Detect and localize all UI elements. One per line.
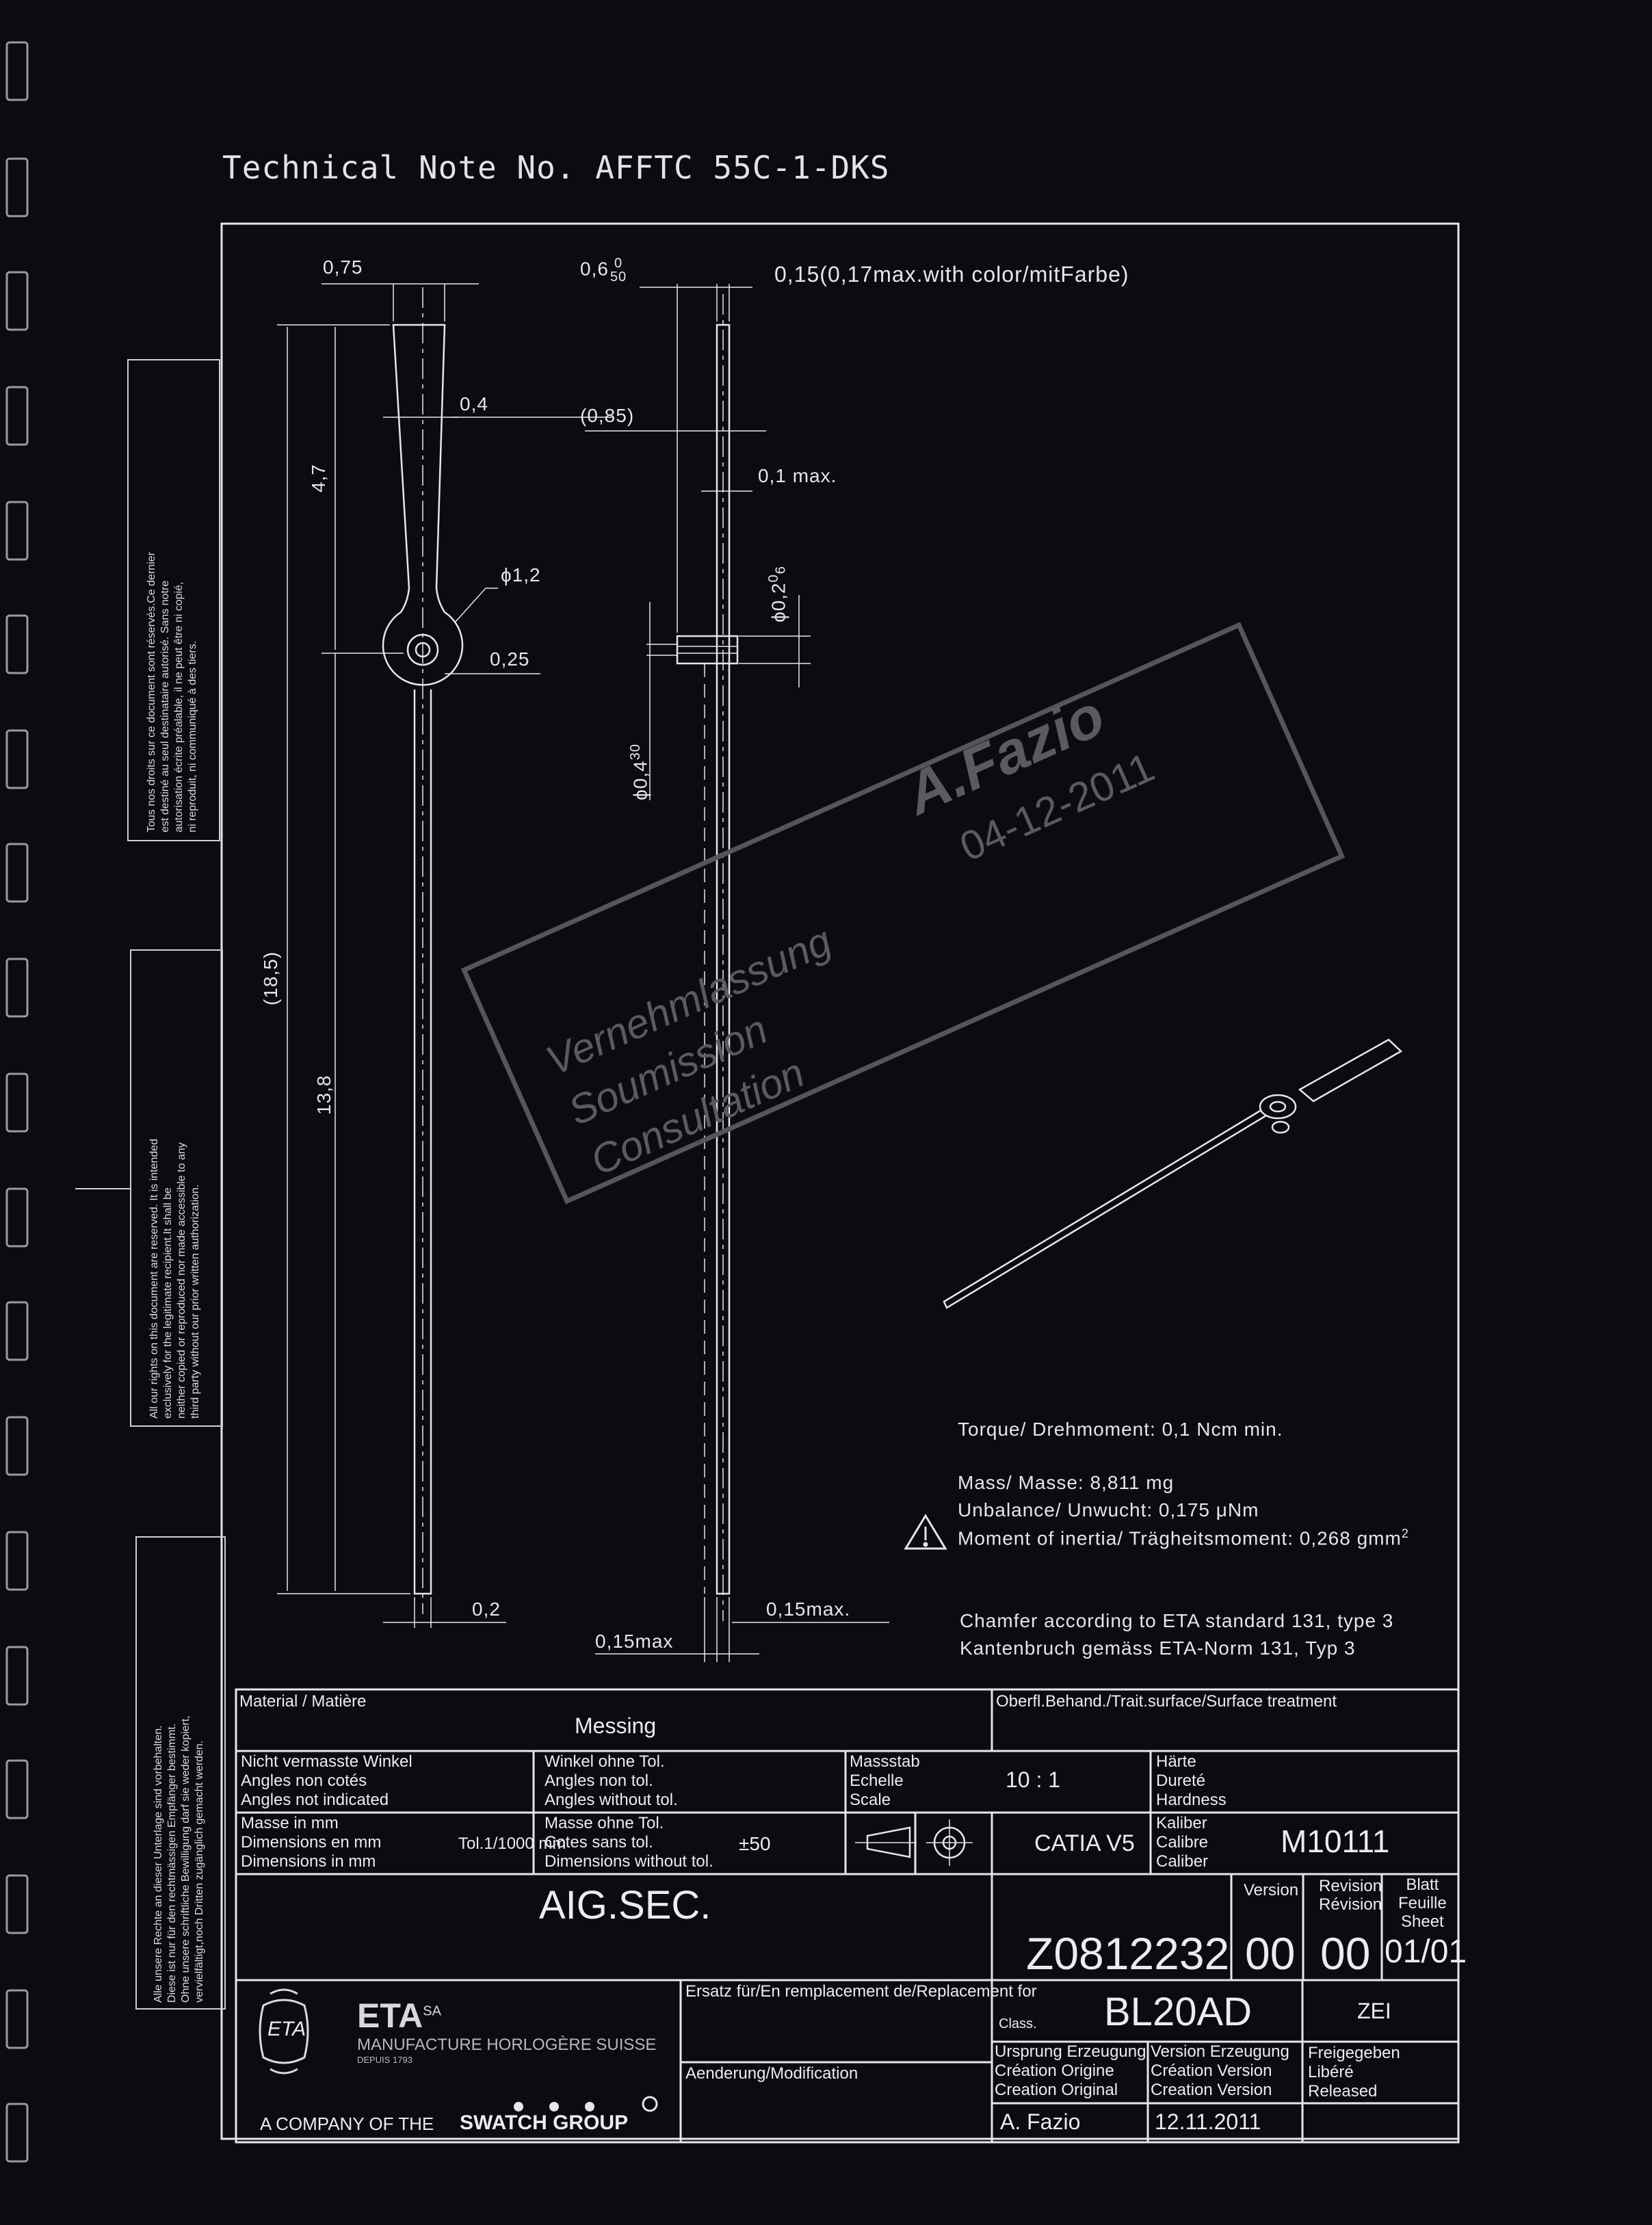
dim-075: 0,75 [323,256,363,278]
dims-tol-label: Masse ohne Tol. Cotes sans tol. Dimensio… [545,1814,713,1871]
dim-phi04-sup: 30 [628,743,643,761]
dim-phi02-sup: 0 [766,574,781,583]
replacement-label: Ersatz für/En remplacement de/Replacemen… [685,1982,1037,2001]
version-value: 00 [1245,1928,1296,1979]
version-label: Version [1244,1881,1299,1899]
angles-tol-label: Winkel ohne Tol. Angles non tol. Angles … [545,1752,678,1809]
title-block-grid [235,1688,1460,2144]
dim-06-lower: 50 [609,269,627,285]
spec-inertia-sup: 2 [1401,1527,1409,1540]
dim-138: 13,8 [313,1075,335,1116]
cad-system: CATIA V5 [1034,1830,1135,1856]
company-name-text: ETA [357,1997,423,2035]
creation-date: 12.11.2011 [1155,2109,1261,2134]
rights-note-fr-text: Tous nos droits sur ce document sont rés… [146,552,198,832]
revision-label: Revision Révision [1319,1877,1382,1914]
dim-phi04-value: ϕ0,4 [629,760,651,800]
dim-47: 4,7 [308,464,329,492]
material-label: Material / Matière [239,1692,367,1711]
spec-mass: Mass/ Masse: 8,811 mg [958,1472,1175,1493]
dim-04: 0,4 [460,393,488,414]
eta-logo-icon [259,1988,309,2075]
modification-label: Aenderung/Modification [685,2064,858,2083]
technical-note-title: Technical Note No. AFFTC 55C-1-DKS [222,149,890,186]
dim-085: (0,85) [580,405,635,426]
sheet-value: 01/01 [1385,1934,1467,1970]
dim-phi12: ϕ1,2 [501,564,541,585]
dim-02: 0,2 [472,1598,501,1620]
hand-front-view [277,283,612,1628]
spec-chamfer-en: Chamfer according to ETA standard 131, t… [960,1610,1394,1631]
dim-015max-b: 0,15max [595,1631,674,1652]
spec-inertia: Moment of inertia/ Trägheitsmoment: 0,26… [958,1527,1409,1549]
spec-inertia-text: Moment of inertia/ Trägheitsmoment: 0,26… [958,1527,1402,1549]
class-label: Class. [999,2016,1037,2031]
swatch-group-dots-icon [514,2096,658,2112]
scale-value: 10 : 1 [1006,1767,1061,1792]
hand-side-view [585,284,889,1662]
projection-symbol-icon [855,1819,973,1866]
version-creation-label: Version Erzeugung Création Version Creat… [1151,2042,1289,2099]
rights-note-de: Alle unsere Rechte an dieser Unterlage s… [135,1536,226,2010]
revision-value: 00 [1320,1928,1371,1979]
caliber-value: M10111 [1281,1824,1390,1859]
dim-025: 0,25 [490,648,530,670]
dim-015-top: 0,15(0,17max.with color/mitFarbe) [774,262,1129,287]
hardness-label: Härte Dureté Hardness [1156,1752,1227,1809]
class-value: BL20AD [1104,1990,1253,2034]
dim-phi04: ϕ0,430 [628,743,651,800]
surface-label: Oberfl.Behand./Trait.surface/Surface tre… [996,1692,1337,1711]
spec-chamfer-de: Kantenbruch gemäss ETA-Norm 131, Typ 3 [960,1637,1356,1659]
group-prefix: A COMPANY OF THE [260,2114,434,2134]
part-number: Z0812232 [1026,1928,1230,1979]
author: A. Fazio [1000,2109,1081,2134]
tolerance: Tol.1/1000 mm [458,1834,566,1853]
dim-phi02-value: ϕ0,2 [768,582,789,622]
company-name: ETASA [357,1996,441,2036]
class-code: ZEI [1357,1999,1391,2023]
rights-note-fr: Tous nos droits sur ce document sont rés… [127,359,220,841]
material-value: Messing [575,1713,657,1738]
released-label: Freigegeben Libéré Released [1308,2044,1400,2101]
logo-letters: ETA [267,2018,306,2040]
rights-note-de-text: Alle unsere Rechte an dieser Unterlage s… [153,1715,205,2003]
dim-phi02: ϕ0,206 [766,566,789,622]
company-subtitle: MANUFACTURE HORLOGÈRE SUISSE [357,2036,657,2054]
spec-unbalance: Unbalance/ Unwucht: 0,175 μNm [958,1499,1259,1520]
review-stamp [460,622,1346,1204]
spec-torque: Torque/ Drehmoment: 0,1 Ncm min. [958,1419,1283,1440]
dim-015max-a: 0,15max. [766,1598,851,1620]
sheet-label: Blatt Feuille Sheet [1398,1875,1447,1931]
rights-note-en-text: All our rights on this document are rese… [148,1138,201,1419]
rights-note-en: All our rights on this document are rese… [130,949,223,1427]
company-since: DEPUIS 1793 [357,2055,412,2065]
scale-label: Massstab Echelle Scale [850,1752,920,1809]
hand-isometric-view [943,1038,1403,1309]
dim-01max: 0,1 max. [758,465,837,486]
dims-label: Masse in mm Dimensions en mm Dimensions … [241,1814,382,1871]
dims-tol-value: ±50 [739,1833,771,1854]
dim-06-value: 0,6 [580,258,609,280]
origin-label: Ursprung Erzeugung Création Origine Crea… [995,2042,1146,2099]
binder-holes [5,41,29,2163]
company-sa: SA [423,2003,441,2019]
angles-label: Nicht vermasste Winkel Angles non cotés … [241,1752,412,1809]
group-name: SWATCH GROUP [460,2111,629,2134]
caliber-label: Kaliber Calibre Caliber [1156,1814,1209,1871]
part-name: AIG.SEC. [539,1883,711,1927]
dim-185: (18,5) [260,951,281,1005]
warning-icon [904,1514,947,1550]
dim-phi02-sub: 6 [773,566,789,575]
dim-06-upper: 0 [614,256,623,271]
